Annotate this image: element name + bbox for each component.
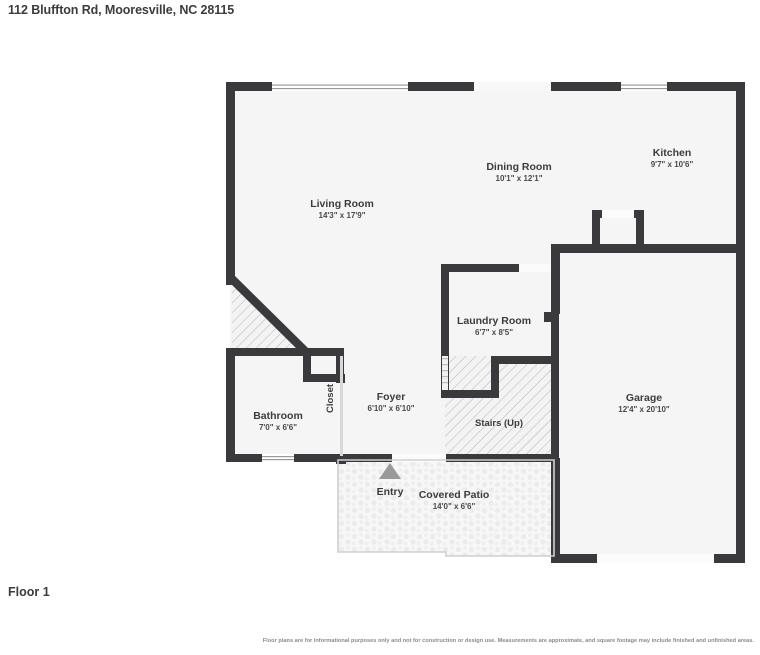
wall-foyer-bottom-b (346, 454, 392, 462)
wall-foyer-left (340, 356, 343, 456)
covered-patio-area (337, 459, 555, 557)
door-laundry (442, 356, 448, 390)
wall-left-lower (226, 348, 235, 462)
opening-alcove (602, 210, 634, 218)
wall-alcove-right (636, 210, 644, 248)
door-entry (392, 454, 446, 462)
wall-alcove-top-b (634, 210, 644, 218)
wall-laundry-top (441, 264, 519, 272)
entry-arrow-icon (379, 463, 401, 479)
wall-laundry-bottom (441, 390, 499, 398)
window-top-right (621, 82, 667, 91)
garage-door (597, 554, 714, 563)
opening-laundry-top (519, 264, 551, 272)
wall-foyer-bottom-a (336, 454, 346, 464)
room-name-closet: Closet (325, 383, 336, 413)
wall-bath-bottom-b (294, 454, 340, 462)
page-title: 112 Bluffton Rd, Mooresville, NC 28115 (8, 3, 235, 17)
patio-outline (337, 459, 555, 557)
disclaimer-text: Floor plans are for informational purpos… (262, 638, 754, 644)
wall-left-upper (226, 82, 235, 285)
wall-top-a (226, 82, 272, 91)
wall-alcove-top-a (592, 210, 602, 218)
opening-top-middle (474, 82, 551, 91)
entry-label-text: Entry (376, 486, 404, 498)
wall-garage-bottom-b (714, 554, 745, 563)
wall-top-b (408, 82, 474, 91)
wall-top-d (667, 82, 745, 91)
window-top-left (272, 82, 408, 91)
wall-laundry-right-lower (551, 312, 559, 462)
wall-garage-bottom-a (551, 554, 597, 563)
wall-laundry-left (441, 264, 449, 356)
walls (226, 82, 745, 563)
wall-closet-top (300, 348, 344, 356)
wall-foyer-bottom-c (446, 454, 558, 462)
wall-garage-top (551, 244, 741, 253)
wall-alcove-left (592, 210, 600, 248)
wall-garage-left-lower (551, 458, 560, 558)
stairs-hatch-lower (445, 370, 556, 456)
floor-plan-canvas (226, 82, 745, 563)
wall-right (736, 82, 745, 563)
wall-laundry-step (491, 356, 499, 398)
wall-top-c (551, 82, 621, 91)
room-label-closet: Closet (325, 384, 336, 413)
window-bathroom (262, 454, 294, 462)
wall-closet-bottom (303, 374, 341, 382)
wall-laundry-step-top (491, 356, 559, 364)
wall-bath-top (226, 348, 310, 356)
wall-diagonal (228, 275, 308, 354)
wall-garage-left (551, 244, 560, 314)
wall-garage-stub (544, 312, 554, 322)
wall-bath-bottom-a (226, 454, 262, 462)
floor-label: Floor 1 (8, 585, 50, 599)
entry-marker-label: Entry (377, 486, 404, 498)
